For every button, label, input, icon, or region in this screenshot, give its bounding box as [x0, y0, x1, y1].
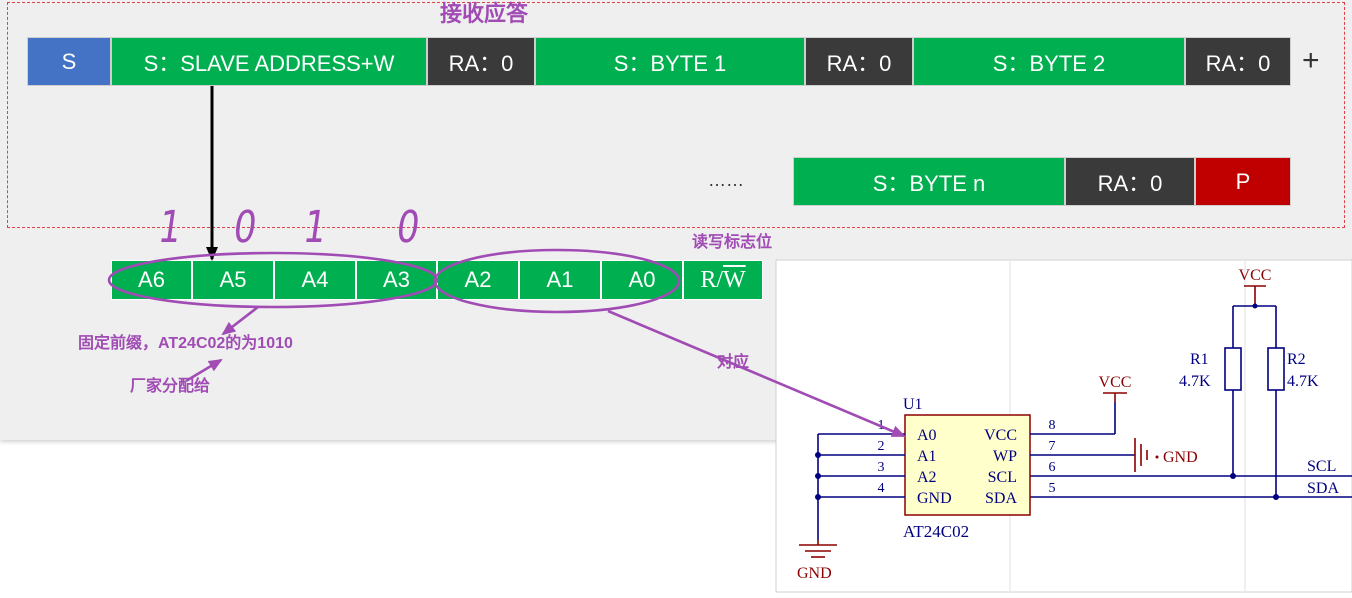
bit-a1: A1 [519, 260, 601, 300]
junction-dot [815, 473, 821, 479]
gnd-label: GND [797, 565, 832, 582]
bit-a3: A3 [356, 260, 437, 300]
bit-a4: A4 [274, 260, 356, 300]
sda-net-label: SDA [1307, 480, 1339, 497]
rw-flag-note: 读写标志位 [692, 234, 773, 251]
bit-label: A6 [138, 267, 165, 292]
ground-dot [1155, 455, 1159, 459]
rw-overlined: W [723, 266, 746, 293]
bit-label: A3 [383, 267, 410, 292]
frame-title: 接收应答 [440, 1, 529, 26]
scl-net-label: SCL [1307, 458, 1336, 475]
junction-dot [815, 452, 821, 458]
bit-label: A4 [301, 267, 329, 292]
junction-dot [815, 494, 821, 500]
vendor-assigned-note: 厂家分配给 [130, 378, 211, 395]
rw-prefix: R/ [700, 266, 724, 293]
junction-dot [1273, 494, 1279, 500]
ack-frame-outline [7, 2, 1345, 228]
continuation-plus: + [1302, 44, 1320, 77]
corresponds-note: 对应 [717, 354, 750, 371]
slave-address-block: S：SLAVE ADDRESS+W [111, 37, 427, 86]
bit-a2: A2 [437, 260, 519, 300]
bit-a5: A5 [192, 260, 274, 300]
start-block: S [27, 37, 111, 86]
pin-number: 6 [1049, 460, 1056, 475]
block-label: S：SLAVE ADDRESS+W [143, 50, 395, 76]
gnd-label: GND [1163, 449, 1198, 466]
block-label: RA：0 [1205, 50, 1271, 76]
block-label: P [1235, 168, 1251, 194]
ack-block: RA：0 [1065, 157, 1195, 206]
pin-number: 7 [1049, 439, 1056, 454]
block-label: RA：0 [1097, 170, 1163, 196]
pin-name: SDA [985, 490, 1017, 507]
block-label: S：BYTE 2 [992, 50, 1106, 76]
bit-label: A5 [219, 267, 247, 292]
chip-part: AT24C02 [903, 522, 969, 541]
stop-block: P [1195, 157, 1291, 206]
bit-label: A1 [546, 267, 574, 292]
pin-name: A2 [917, 469, 937, 486]
pin-name: A1 [917, 448, 937, 465]
byte1-block: S：BYTE 1 [535, 37, 805, 86]
pin-number: 5 [1049, 481, 1056, 496]
ack-block: RA：0 [427, 37, 535, 86]
pin-number: 4 [878, 481, 885, 496]
wp-ground-symbol: GND [1134, 438, 1198, 472]
ellipsis: …… [708, 170, 744, 190]
fixed-prefix-note: 固定前缀，AT24C02的为1010 [78, 335, 293, 352]
pin-name: GND [917, 490, 952, 507]
pin-name: SCL [988, 469, 1017, 486]
address-pins-ground: GND [797, 434, 837, 582]
bit-label: A0 [628, 267, 656, 292]
bit-label: A2 [464, 267, 492, 292]
bit-rw: R/W [683, 260, 763, 300]
i2c-bus: SCL SDA [1030, 458, 1352, 498]
ack-block: RA：0 [1185, 37, 1291, 86]
bit-a0: A0 [601, 260, 683, 300]
junction-dot [1230, 473, 1236, 479]
block-label: S [61, 48, 77, 74]
bit-a6: A6 [111, 260, 192, 300]
byte2-block: S：BYTE 2 [913, 37, 1185, 86]
pin-number: 3 [878, 460, 885, 475]
block-label: S：BYTE 1 [613, 50, 727, 76]
block-label: RA：0 [826, 50, 892, 76]
pin-number: 2 [878, 439, 885, 454]
ack-block: RA：0 [805, 37, 913, 86]
byte-n-block: S：BYTE n [793, 157, 1065, 206]
pin-name: WP [993, 448, 1017, 465]
block-label: RA：0 [448, 50, 514, 76]
block-label: S：BYTE n [872, 170, 986, 196]
